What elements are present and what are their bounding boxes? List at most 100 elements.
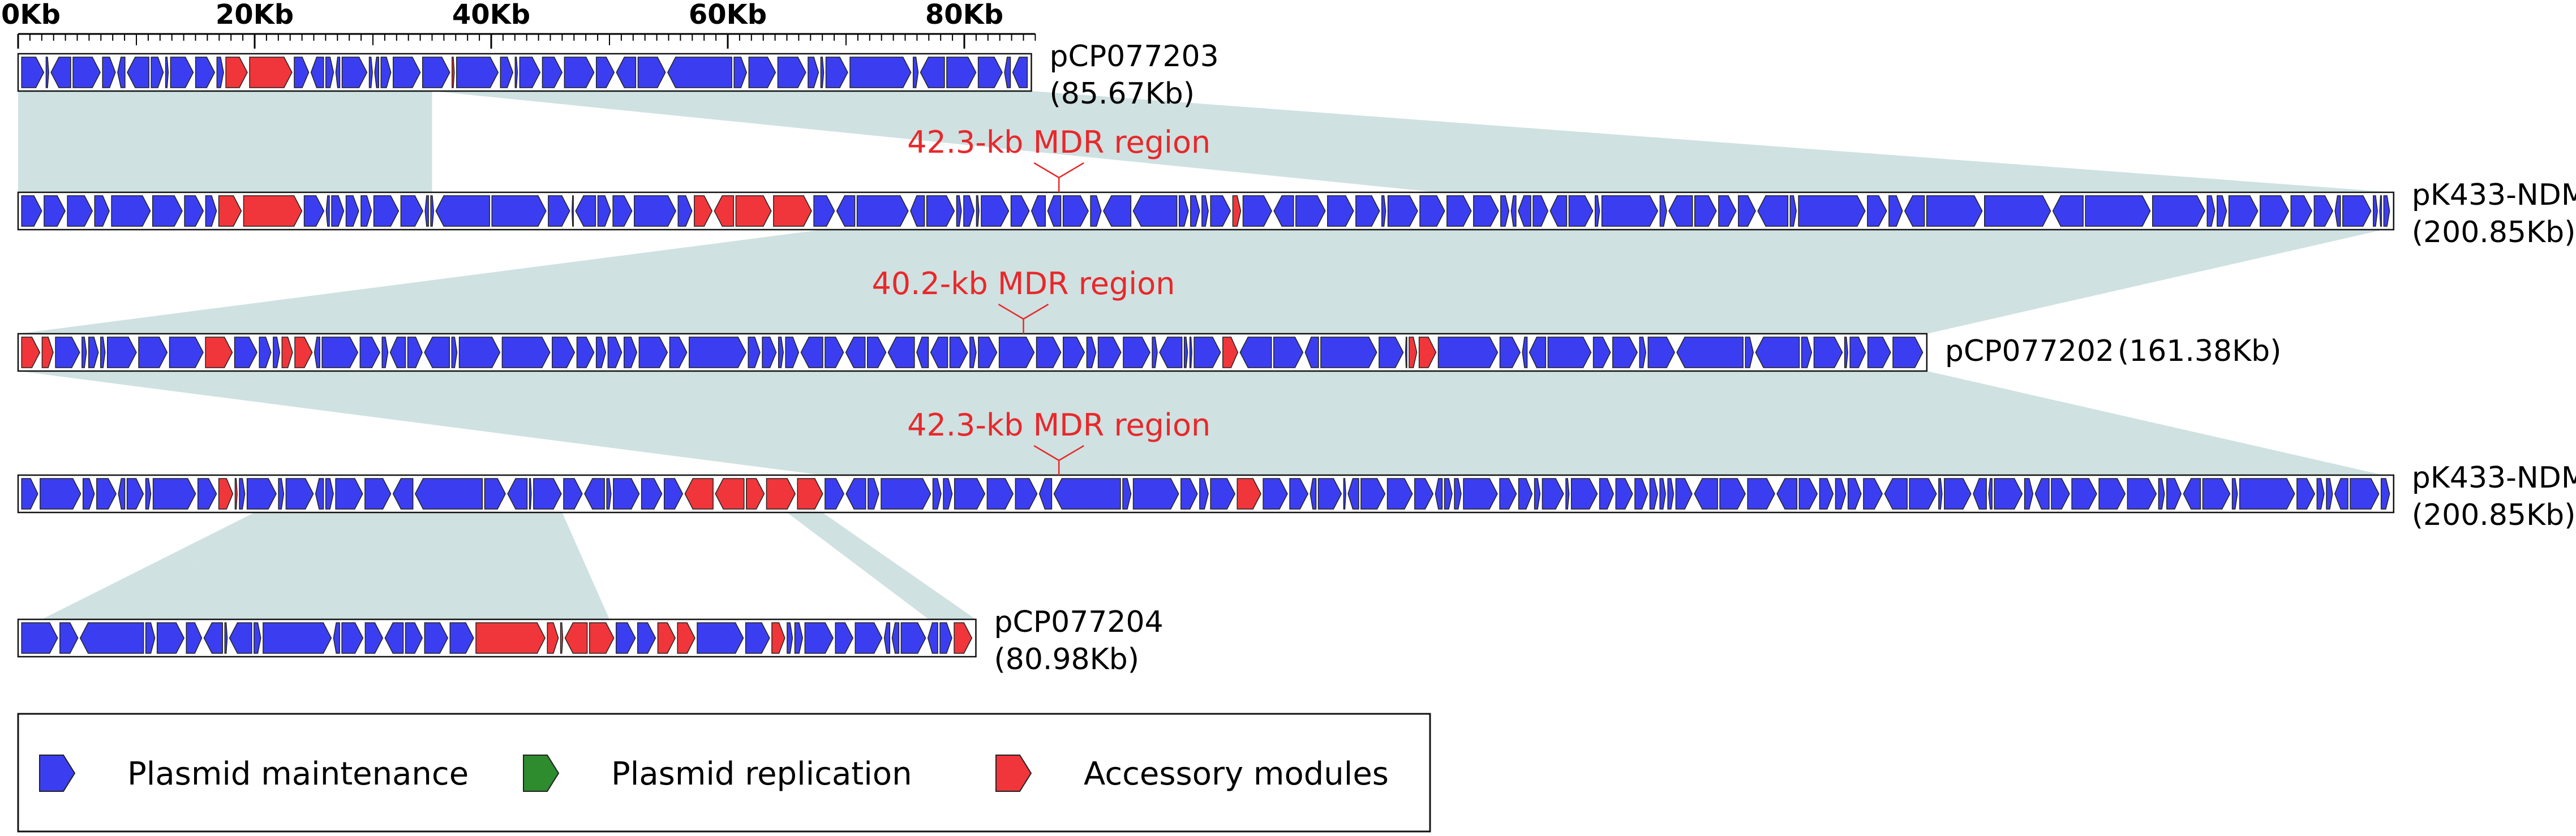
plasmid-name: pK433-NDM xyxy=(2412,178,2576,212)
plasmid-tracks: pCP077203(85.67Kb)pK433-NDM(200.85Kb)pCP… xyxy=(17,40,2576,676)
gene-arrow xyxy=(976,195,980,227)
gene-arrow xyxy=(127,57,149,88)
gene-arrow xyxy=(314,337,320,368)
gene-arrow xyxy=(234,337,258,368)
gene-arrow xyxy=(576,337,595,368)
homology-link xyxy=(18,371,2384,475)
gene-arrow xyxy=(381,337,389,368)
gene-arrow xyxy=(677,622,695,654)
gene-arrow xyxy=(246,478,277,510)
gene-arrow xyxy=(1097,337,1122,368)
gene-arrow xyxy=(184,195,204,227)
gene-arrow xyxy=(1849,337,1866,368)
gene-arrow xyxy=(1542,478,1564,510)
gene-arrow xyxy=(1547,337,1592,368)
gene-arrow xyxy=(746,478,765,510)
gene-arrow xyxy=(1123,337,1150,368)
gene-arrow xyxy=(912,57,919,88)
mdr-region-marker: 42.3-kb MDR region xyxy=(907,407,1210,475)
gene-arrow xyxy=(1719,478,1746,510)
plasmid-name: pCP077204 xyxy=(994,605,1163,639)
gene-arrow xyxy=(2085,195,2151,227)
gene-arrow xyxy=(373,195,400,227)
gene-arrow xyxy=(294,57,310,88)
gene-arrow xyxy=(868,478,879,510)
homology-link xyxy=(89,512,609,619)
gene-arrow xyxy=(1010,195,1030,227)
gene-arrow xyxy=(634,195,677,227)
gene-arrow xyxy=(1694,478,1718,510)
gene-arrow xyxy=(249,57,293,88)
gene-arrow xyxy=(126,478,144,510)
gene-arrow xyxy=(825,57,848,88)
gene-arrow xyxy=(1242,195,1273,227)
gene-arrow xyxy=(808,57,819,88)
plasmid-name: pCP077203 xyxy=(1050,40,1219,74)
gene-arrow xyxy=(956,195,962,227)
homology-link xyxy=(18,230,2384,334)
gene-arrow xyxy=(501,337,551,368)
mdr-region-marker: 40.2-kb MDR region xyxy=(871,266,1175,334)
gene-arrow xyxy=(641,478,663,510)
gene-arrow xyxy=(856,195,909,227)
gene-arrow xyxy=(2334,195,2341,227)
gene-arrow xyxy=(825,337,844,368)
gene-arrow xyxy=(1295,195,1326,227)
gene-arrow xyxy=(218,195,242,227)
gene-arrow xyxy=(881,478,931,510)
gene-arrow xyxy=(1047,195,1062,227)
gene-arrow xyxy=(1747,478,1775,510)
gene-arrow xyxy=(1510,195,1517,227)
gene-arrow xyxy=(669,337,688,368)
gene-arrow xyxy=(1534,478,1541,510)
gene-arrow xyxy=(1263,478,1288,510)
gene-arrow xyxy=(564,57,595,88)
gene-arrow xyxy=(374,57,379,88)
gene-arrow xyxy=(1004,57,1011,88)
gene-arrow xyxy=(225,57,248,88)
gene-arrow xyxy=(589,622,615,654)
gene-arrow xyxy=(507,478,528,510)
gene-arrow xyxy=(954,622,973,654)
gene-arrow xyxy=(285,478,314,510)
gene-arrow xyxy=(1904,195,1925,227)
gene-arrow xyxy=(883,622,891,654)
gene-arrow xyxy=(1973,478,1987,510)
gene-arrow xyxy=(1647,337,1675,368)
gene-arrow xyxy=(1529,337,1547,368)
gene-arrow xyxy=(360,195,372,227)
gene-arrow xyxy=(364,478,392,510)
gene-arrow xyxy=(303,195,325,227)
gene-arrow xyxy=(1273,195,1294,227)
gene-arrow xyxy=(294,337,313,368)
homology-link xyxy=(432,91,2394,192)
gene-arrow xyxy=(1201,195,1209,227)
gene-arrow xyxy=(1132,195,1178,227)
gene-arrow xyxy=(927,622,938,654)
gene-arrow xyxy=(1418,337,1437,368)
gene-arrow xyxy=(2350,478,2380,510)
plasmid-name: pK433-NDM xyxy=(2412,461,2576,495)
gene-arrow xyxy=(1549,195,1568,227)
gene-arrow xyxy=(1668,195,1693,227)
gene-arrow xyxy=(1190,195,1200,227)
gene-arrow xyxy=(572,195,574,227)
gene-arrow xyxy=(100,337,106,368)
gene-arrow xyxy=(733,57,748,88)
gene-arrow xyxy=(111,195,151,227)
gene-arrow xyxy=(254,622,261,654)
plasmid-name: pCP077202 xyxy=(1945,334,2114,368)
axis-tick-label: 40Kb xyxy=(452,0,530,31)
gene-arrow xyxy=(800,337,823,368)
gene-arrow xyxy=(1178,195,1189,227)
gene-arrow xyxy=(1012,57,1028,88)
gene-arrow xyxy=(616,57,637,88)
gene-arrow xyxy=(1180,478,1198,510)
gene-arrow xyxy=(333,622,340,654)
gene-arrow xyxy=(1500,195,1510,227)
gene-arrow xyxy=(542,57,563,88)
gene-arrow xyxy=(694,195,713,227)
gene-arrow xyxy=(452,57,455,88)
gene-arrow xyxy=(1381,195,1386,227)
gene-arrow xyxy=(55,337,80,368)
